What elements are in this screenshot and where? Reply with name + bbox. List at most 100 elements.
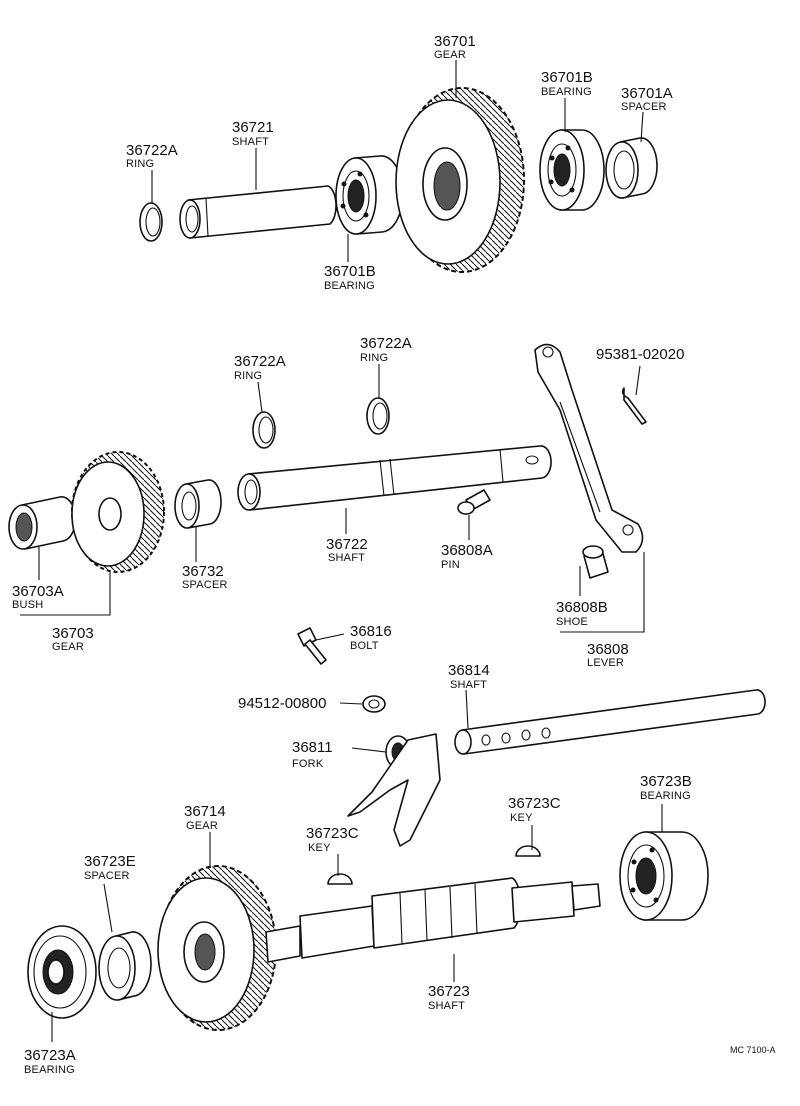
svg-text:36808A: 36808A (441, 542, 493, 559)
svg-text:SHAFT: SHAFT (328, 552, 365, 564)
callout-36701b-mid: 36701B BEARING (324, 263, 376, 292)
svg-text:BUSH: BUSH (12, 599, 43, 611)
svg-text:36701B: 36701B (541, 69, 593, 86)
svg-text:36701A: 36701A (621, 85, 673, 102)
spacer-36723e (98, 931, 152, 1001)
ring-36722a-top (139, 202, 163, 242)
gear-36714 (157, 865, 277, 1031)
key-36723c-right (515, 845, 541, 857)
callout-36723b: 36723B BEARING (640, 773, 692, 802)
svg-text:36808: 36808 (587, 641, 629, 658)
svg-text:KEY: KEY (510, 812, 533, 824)
svg-text:36722A: 36722A (126, 142, 178, 159)
callout-36723e: 36723E SPACER (84, 853, 136, 882)
callout-36701a: 36701A SPACER (621, 85, 673, 113)
svg-text:36811: 36811 (292, 739, 333, 756)
gear-36703 (71, 451, 165, 573)
bearing-36701b-left (335, 155, 404, 235)
spacer-36701a (605, 137, 658, 199)
svg-text:36723E: 36723E (84, 853, 136, 870)
callout-36722a-top: 36722A RING (126, 142, 178, 170)
callout-36722a-left: 36722A RING (234, 353, 286, 382)
callout-36808: 36808 LEVER (587, 641, 629, 669)
bearing-36723a (27, 925, 97, 1019)
bearing-36723b (619, 831, 709, 921)
callout-36808a: 36808A PIN (441, 542, 493, 571)
svg-text:36714: 36714 (184, 803, 226, 820)
footer-code: MC 7100-A (730, 1045, 776, 1055)
callout-36814: 36814 SHAFT (448, 662, 490, 691)
leader-lines (20, 60, 663, 1042)
svg-text:BEARING: BEARING (24, 1064, 75, 1076)
svg-text:GEAR: GEAR (186, 820, 218, 832)
bolt-36816 (297, 627, 327, 665)
svg-text:SHAFT: SHAFT (428, 1000, 465, 1012)
svg-text:36723B: 36723B (640, 773, 692, 790)
svg-text:36723C: 36723C (508, 795, 561, 812)
svg-text:36701: 36701 (434, 33, 476, 50)
svg-text:KEY: KEY (308, 842, 331, 854)
cotter-pin-95381 (621, 387, 647, 425)
fork-36811 (347, 733, 441, 847)
svg-text:36703A: 36703A (12, 583, 64, 600)
svg-text:BEARING: BEARING (541, 86, 592, 98)
lever-36808 (534, 343, 644, 553)
callout-36816: 36816 BOLT (350, 623, 392, 652)
ring-36722a-left (252, 411, 276, 449)
svg-text:GEAR: GEAR (434, 49, 466, 61)
svg-text:BEARING: BEARING (640, 790, 691, 802)
svg-text:36722: 36722 (326, 536, 368, 553)
svg-text:94512-00800: 94512-00800 (238, 695, 326, 712)
svg-text:36722A: 36722A (360, 335, 412, 352)
svg-text:LEVER: LEVER (587, 657, 624, 669)
svg-text:SHAFT: SHAFT (450, 679, 487, 691)
svg-text:BOLT: BOLT (350, 640, 379, 652)
callout-36732: 36732 SPACER (182, 563, 228, 591)
shaft-36721 (179, 185, 337, 239)
callout-36811: 36811 FORK (292, 739, 333, 770)
shaft-36722 (237, 445, 552, 511)
svg-text:36703: 36703 (52, 625, 94, 642)
callout-36703: 36703 GEAR (52, 625, 94, 653)
callout-36723: 36723 SHAFT (428, 983, 470, 1012)
svg-text:36808B: 36808B (556, 599, 608, 616)
bush-36703a (8, 496, 77, 550)
svg-text:36816: 36816 (350, 623, 392, 640)
callout-36723a: 36723A BEARING (24, 1047, 76, 1076)
shaft-36814 (454, 689, 766, 755)
svg-text:36723A: 36723A (24, 1047, 76, 1064)
callout-36721: 36721 SHAFT (232, 119, 274, 148)
svg-text:SPACER: SPACER (182, 579, 228, 591)
svg-text:RING: RING (360, 352, 388, 364)
svg-text:RING: RING (234, 370, 262, 382)
svg-text:36701B: 36701B (324, 263, 376, 280)
svg-text:36732: 36732 (182, 563, 224, 580)
callout-36723c-left: 36723C KEY (306, 825, 359, 854)
callout-36701b-top: 36701B BEARING (541, 69, 593, 98)
key-36723c-left (327, 873, 353, 885)
callout-95381-02020: 95381-02020 (596, 346, 684, 363)
shaft-36723 (265, 877, 601, 963)
ring-36722a-right (366, 397, 390, 435)
callout-36722a-right: 36722A RING (360, 335, 412, 364)
callout-36703a: 36703A BUSH (12, 583, 64, 611)
svg-text:GEAR: GEAR (52, 641, 84, 653)
bearing-36701b-right (539, 129, 605, 211)
shoe-36808b (582, 545, 609, 579)
svg-text:SPACER: SPACER (84, 870, 130, 882)
svg-text:PIN: PIN (441, 559, 460, 571)
svg-text:36723: 36723 (428, 983, 470, 1000)
svg-text:95381-02020: 95381-02020 (596, 346, 684, 363)
svg-text:36814: 36814 (448, 662, 490, 679)
callout-36714: 36714 GEAR (184, 803, 226, 832)
callout-36723c-right: 36723C KEY (508, 795, 561, 824)
svg-text:SHAFT: SHAFT (232, 136, 269, 148)
svg-text:36721: 36721 (232, 119, 274, 136)
callout-36808b: 36808B SHOE (556, 599, 608, 628)
nut-94512 (362, 695, 386, 713)
callout-94512-00800: 94512-00800 (238, 695, 326, 712)
svg-text:SHOE: SHOE (556, 616, 588, 628)
callout-36722: 36722 SHAFT (326, 536, 368, 564)
